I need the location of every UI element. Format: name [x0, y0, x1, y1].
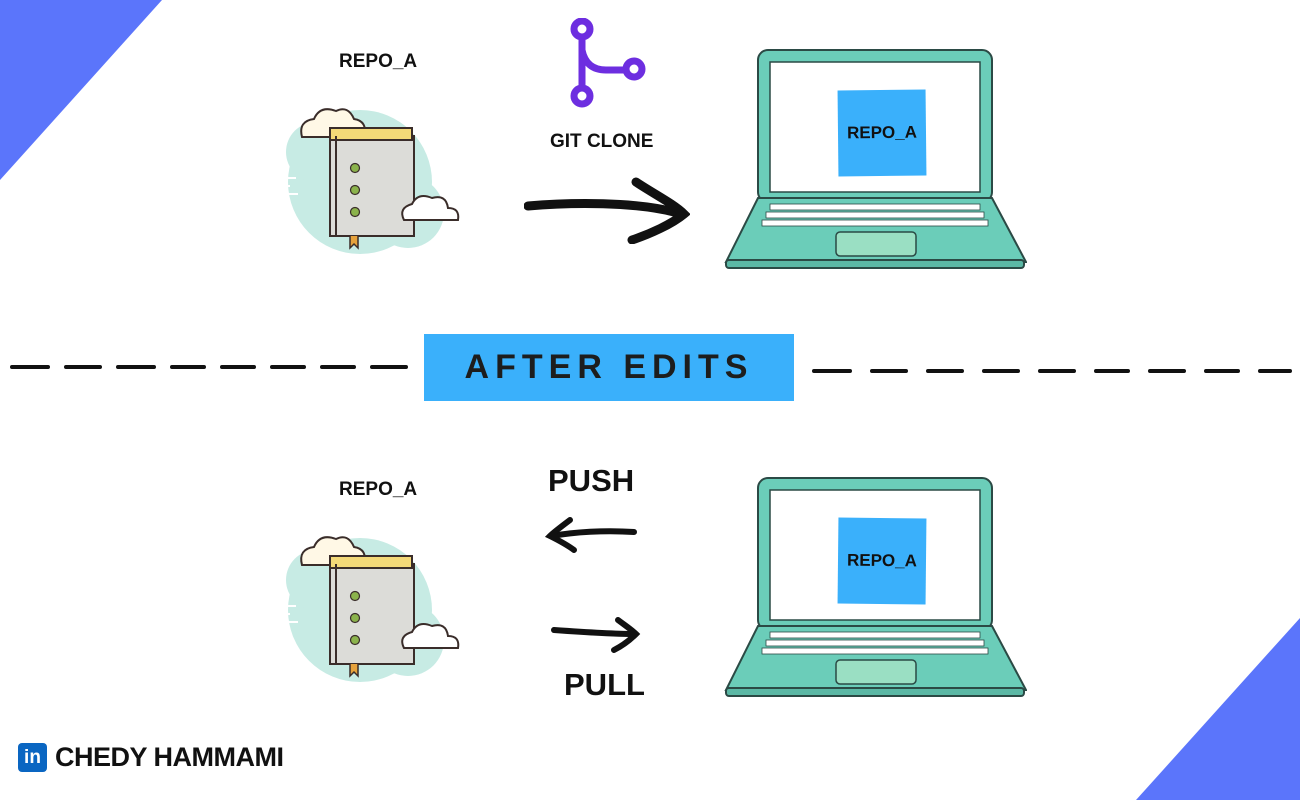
clone-arrow	[524, 177, 690, 244]
after-edits-banner-text: AFTER EDITS	[464, 348, 754, 386]
laptop-screen-repo-label: REPO_A	[846, 122, 918, 143]
push-arrow	[544, 517, 637, 553]
author-name: CHEDY HAMMAMI	[55, 742, 284, 772]
git-clone-label: GIT CLONE	[550, 131, 654, 152]
corner-triangle-bottom-right	[1136, 618, 1300, 800]
laptop-screen-repo-badge: REPO_A	[837, 89, 927, 177]
divider-dashes-right	[812, 369, 1292, 373]
repo-book-cloud-icon	[272, 108, 460, 254]
repo-book-cloud-icon	[272, 536, 460, 682]
push-label: PUSH	[548, 463, 635, 498]
git-branch-icon	[570, 18, 646, 108]
bottom-remote-label: REPO_A	[339, 479, 418, 500]
after-edits-banner: AFTER EDITS	[424, 334, 794, 401]
corner-triangle-top-left	[0, 0, 162, 180]
divider-dashes-left	[10, 365, 408, 369]
pull-label: PULL	[564, 667, 645, 702]
linkedin-icon: in	[18, 743, 47, 772]
top-remote-label: REPO_A	[339, 51, 418, 72]
pull-arrow	[551, 617, 641, 653]
laptop-screen-repo-badge: REPO_A	[837, 517, 927, 605]
laptop-screen-repo-label: REPO_A	[846, 550, 918, 571]
author-credit: in CHEDY HAMMAMI	[18, 742, 284, 773]
